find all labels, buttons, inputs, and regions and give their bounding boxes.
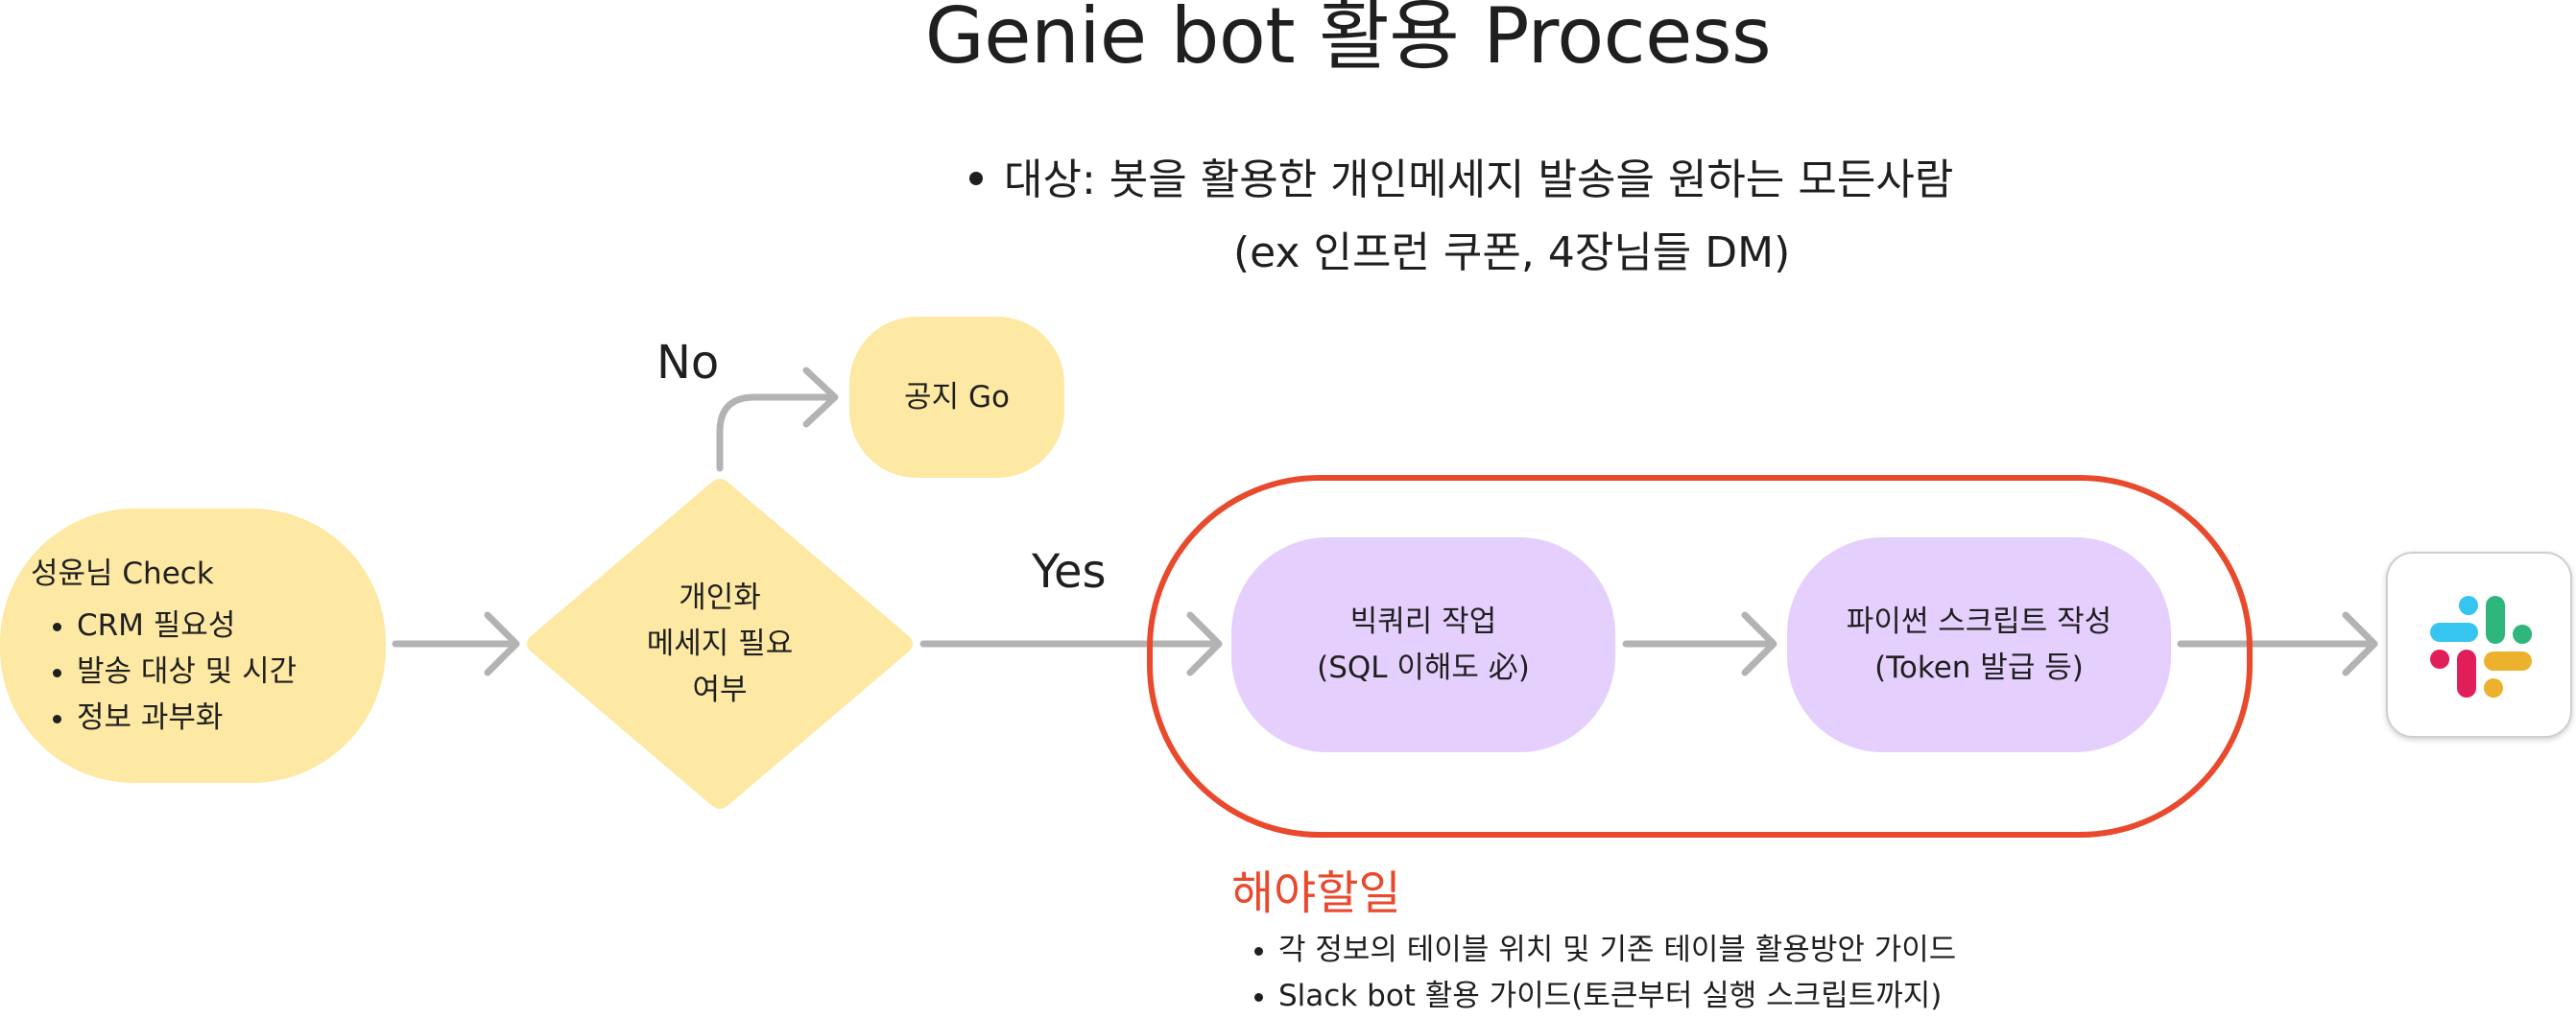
decision-line: 개인화 [679, 581, 761, 615]
python-title: 파이썬 스크립트 작성 [1846, 604, 2112, 639]
todo-heading: 해야할일 [1231, 866, 1401, 920]
decision-node: 개인화 메세지 필요 여부 [523, 475, 917, 813]
slack-logo-icon [2430, 596, 2533, 699]
decision-line: 여부 [692, 673, 748, 707]
list-item: CRM 필요성 [77, 603, 297, 649]
arrow-decision-to-notice [716, 393, 837, 472]
start-node-list: CRM 필요성 발송 대상 및 시간 정보 과부화 [31, 603, 297, 741]
no-label: No [656, 336, 720, 390]
example-text: (ex 인프런 쿠폰, 4장님들 DM) [1233, 228, 1791, 277]
start-node-content: 성윤님 Check CRM 필요성 발송 대상 및 시간 정보 과부화 [31, 551, 297, 741]
list-item: 발송 대상 및 시간 [77, 649, 297, 695]
yes-label: Yes [1032, 545, 1107, 599]
bigquery-note: (SQL 이해도 必) [1317, 651, 1530, 685]
todo-list: 각 정보의 테이블 위치 및 기존 테이블 활용방안 가이드 Slack bot… [1248, 927, 1956, 1019]
list-item: 각 정보의 테이블 위치 및 기존 테이블 활용방안 가이드 [1278, 927, 1956, 973]
decision-line: 메세지 필요 [646, 627, 794, 661]
python-note: (Token 발급 등) [1874, 651, 2084, 685]
list-item: 정보 과부화 [77, 695, 297, 741]
list-item: Slack bot 활용 가이드(토큰부터 실행 스크립트까지) [1278, 973, 1956, 1019]
bullet-icon [969, 172, 983, 185]
page-title: Genie bot 활용 Process [924, 0, 1772, 81]
start-node-heading: 성윤님 Check [31, 557, 214, 591]
todo-highlight-frame [1147, 475, 2253, 838]
notice-node: 공지 Go [849, 317, 1064, 478]
diamond-shape [527, 479, 913, 809]
python-node: 파이썬 스크립트 작성 (Token 발급 등) [1787, 537, 2171, 752]
slack-node [2386, 552, 2572, 738]
start-node: 성윤님 Check CRM 필요성 발송 대상 및 시간 정보 과부화 [0, 509, 386, 783]
target-audience: 대상: 봇을 활용한 개인메세지 발송을 원하는 모든사람 [969, 154, 2044, 207]
bigquery-title: 빅쿼리 작업 [1349, 604, 1497, 639]
target-text: 대상: 봇을 활용한 개인메세지 발송을 원하는 모든사람 [1004, 155, 1954, 204]
bigquery-node: 빅쿼리 작업 (SQL 이해도 必) [1231, 537, 1615, 752]
decision-text: 개인화 메세지 필요 여부 [523, 475, 917, 813]
